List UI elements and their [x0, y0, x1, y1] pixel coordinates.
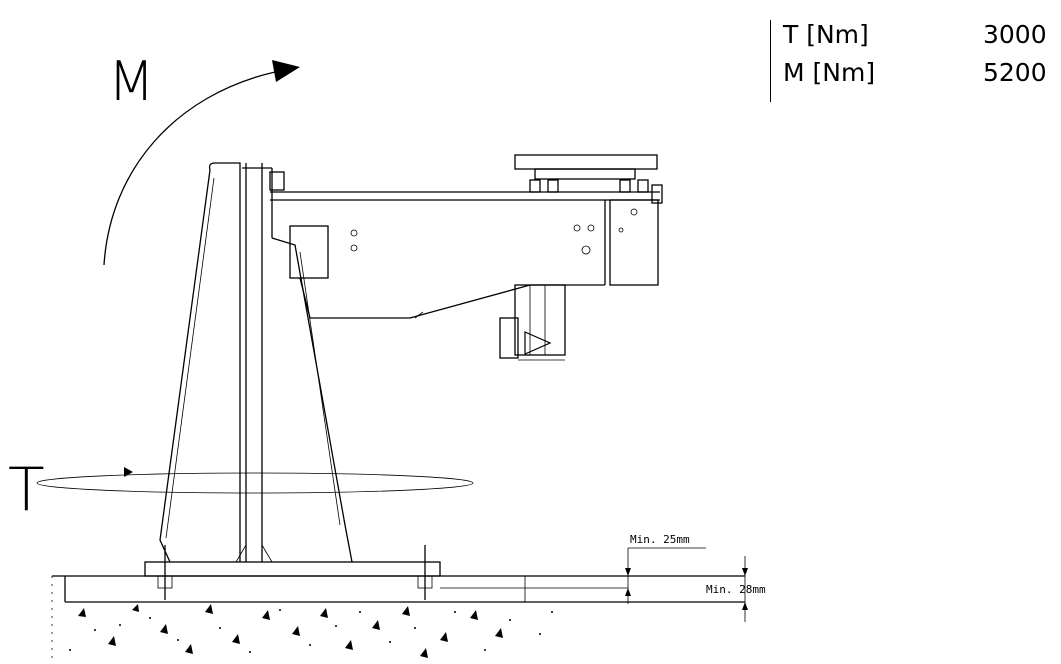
spec-row-moment: M [Nm] 5200: [771, 58, 1061, 96]
dimension-min-25-label: Min. 25mm: [630, 533, 690, 546]
dimension-min-25: Min. 25mm: [625, 533, 706, 604]
concrete-hatching: [69, 604, 553, 658]
horizontal-arm: [270, 191, 660, 319]
spec-moment-label: M [Nm]: [783, 58, 876, 87]
base-plate: [144, 545, 441, 600]
dimension-min-28-label: Min. 28mm: [706, 583, 766, 596]
torque-ellipse-arrow: [36, 467, 474, 494]
pedestal-column: [159, 162, 353, 563]
top-plate: [514, 154, 663, 204]
foundation: [51, 575, 745, 664]
dimension-min-28: Min. 28mm: [706, 556, 766, 622]
spec-row-torque: T [Nm] 3000: [771, 20, 1061, 58]
moment-arrow: [103, 60, 300, 266]
spec-torque-value: 3000: [983, 20, 1047, 49]
motor: [499, 284, 566, 361]
moment-letter: M: [108, 50, 155, 113]
spec-moment-value: 5200: [983, 58, 1047, 87]
torque-letter: T: [8, 455, 45, 525]
spec-table: T [Nm] 3000 M [Nm] 5200: [770, 20, 1061, 102]
spec-torque-label: T [Nm]: [783, 20, 869, 49]
